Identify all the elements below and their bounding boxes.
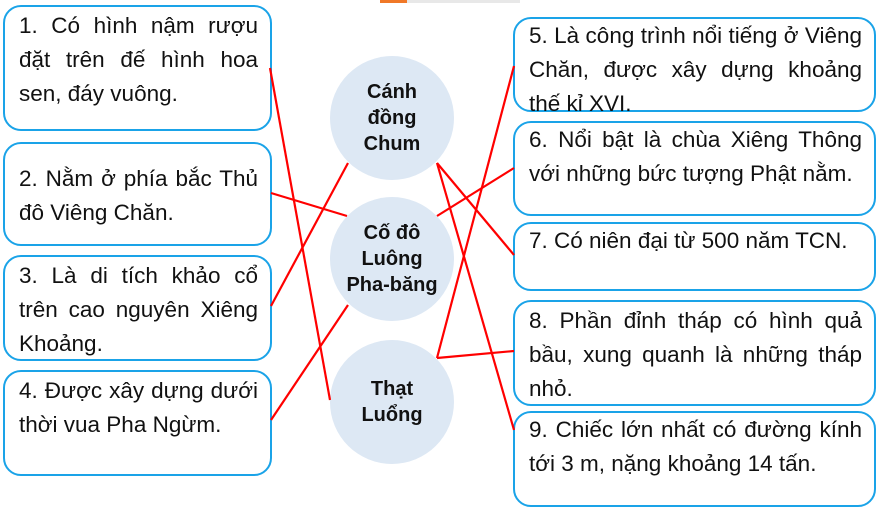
- center-item-luong-pha-bang: Cố đô Luông Pha-băng: [330, 197, 454, 321]
- right-item-9: 9. Chiếc lớn nhất có đường kính tới 3 m,…: [513, 411, 876, 507]
- left-item-1: 1. Có hình nậm rượu đặt trên đế hình hoa…: [3, 5, 272, 131]
- top-accent: [380, 0, 407, 3]
- left-item-3: 3. Là di tích khảo cổ trên cao nguyên Xi…: [3, 255, 272, 361]
- left-item-2: 2. Nằm ở phía bắc Thủ đô Viêng Chăn.: [3, 142, 272, 246]
- right-item-7: 7. Có niên đại từ 500 năm TCN.: [513, 222, 876, 291]
- line-2-luong-pha-bang: [270, 191, 348, 218]
- line-that-luong-8: [436, 349, 515, 360]
- line-luong-pha-bang-6: [436, 167, 515, 217]
- line-1-that-luong: [268, 67, 332, 401]
- right-item-5: 5. Là công trình nổi tiếng ở Viêng Chăn,…: [513, 17, 876, 116]
- right-item-6: 6. Nổi bật là chùa Xiêng Thông với những…: [513, 121, 876, 216]
- center-item-canh-dong-chum: Cánh đồng Chum: [330, 56, 454, 180]
- top-decoration-bar: [380, 0, 520, 3]
- left-item-4: 4. Được xây dựng dưới thời vua Pha Ngừm.: [3, 370, 272, 476]
- center-item-that-luong: Thạt Luổng: [330, 340, 454, 464]
- right-item-8: 8. Phần đỉnh tháp có hình quả bầu, xung …: [513, 300, 876, 406]
